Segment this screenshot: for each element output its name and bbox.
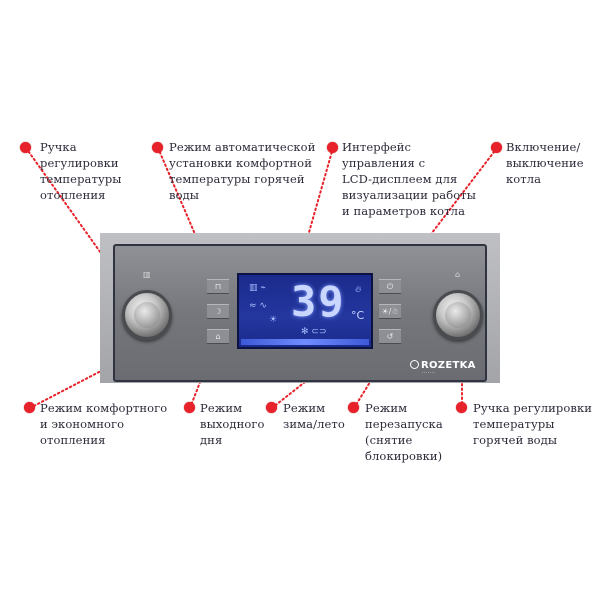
brand-tagline: ······· bbox=[422, 370, 436, 376]
lcd-display: ▥ ⌁ ≈ ∿ ☀ 🔥︎ ✻ ⊂⊃ 39 °C bbox=[237, 273, 373, 349]
brand-watermark: ROZETKA ······· bbox=[410, 360, 476, 376]
brand-logo-icon bbox=[410, 360, 419, 369]
power-icon: ⏻ bbox=[386, 282, 394, 291]
label-summer-winter: Режим зима/лето bbox=[283, 401, 345, 431]
reset-button[interactable]: ↺ bbox=[379, 329, 401, 344]
auto-comfort-button[interactable]: ⊓ bbox=[207, 279, 229, 294]
label-auto-comfort: Режим автоматической установки комфортно… bbox=[169, 140, 316, 202]
eco-icon: ☽ bbox=[214, 307, 222, 316]
holiday-button[interactable]: ⌂ bbox=[207, 329, 229, 344]
holiday-icon: ⌂ bbox=[215, 332, 221, 341]
tap-icon: ⌂ bbox=[455, 270, 461, 279]
label-holiday: Режим выходного дня bbox=[200, 401, 265, 447]
sun-lcd-icon: ☀ bbox=[269, 315, 278, 325]
marker-summer-winter bbox=[266, 402, 277, 413]
marker-holiday bbox=[184, 402, 195, 413]
reset-icon: ↺ bbox=[386, 332, 394, 341]
radiator-lcd-icon: ▥ ⌁ bbox=[249, 283, 266, 293]
label-reset: Режим перезапуска (снятие блокировки) bbox=[365, 401, 443, 463]
label-lcd: Интерфейс управления с LCD-дисплеем для … bbox=[342, 140, 476, 218]
marker-comfort-eco bbox=[24, 402, 35, 413]
snowflake-lcd-icon: ✻ ⊂⊃ bbox=[301, 327, 327, 337]
label-dhw-knob: Ручка регулировки температуры горячей во… bbox=[473, 401, 593, 447]
marker-power bbox=[491, 142, 502, 153]
flame-lcd-icon: 🔥︎ bbox=[355, 285, 362, 295]
brand-name: ROZETKA bbox=[421, 360, 476, 371]
shower-icon: ⊓ bbox=[214, 282, 222, 291]
marker-heating-knob bbox=[20, 142, 31, 153]
marker-reset bbox=[348, 402, 359, 413]
marker-dhw-knob bbox=[456, 402, 467, 413]
label-heating-knob: Ручка регулировки температуры отопления bbox=[40, 140, 122, 202]
label-comfort-eco: Режим комфортного и экономного отопления bbox=[40, 401, 168, 447]
radiator-icon: ▥ bbox=[143, 270, 151, 279]
label-power: Включение/ выключение котла bbox=[506, 140, 584, 186]
lcd-temperature: 39 bbox=[291, 277, 346, 326]
hot-water-temperature-knob[interactable] bbox=[433, 290, 483, 340]
heating-temperature-knob[interactable] bbox=[122, 290, 172, 340]
lcd-status-band bbox=[241, 339, 369, 345]
comfort-eco-button[interactable]: ☽ bbox=[207, 304, 229, 319]
lcd-unit: °C bbox=[351, 309, 365, 322]
marker-auto-comfort bbox=[152, 142, 163, 153]
marker-lcd bbox=[327, 142, 338, 153]
summer-winter-button[interactable]: ☀/☃ bbox=[379, 304, 401, 319]
leader-heating-knob bbox=[25, 147, 139, 306]
summer-winter-icon: ☀/☃ bbox=[381, 307, 399, 316]
wave-lcd-icon: ≈ ∿ bbox=[249, 301, 267, 311]
power-button[interactable]: ⏻ bbox=[379, 279, 401, 294]
